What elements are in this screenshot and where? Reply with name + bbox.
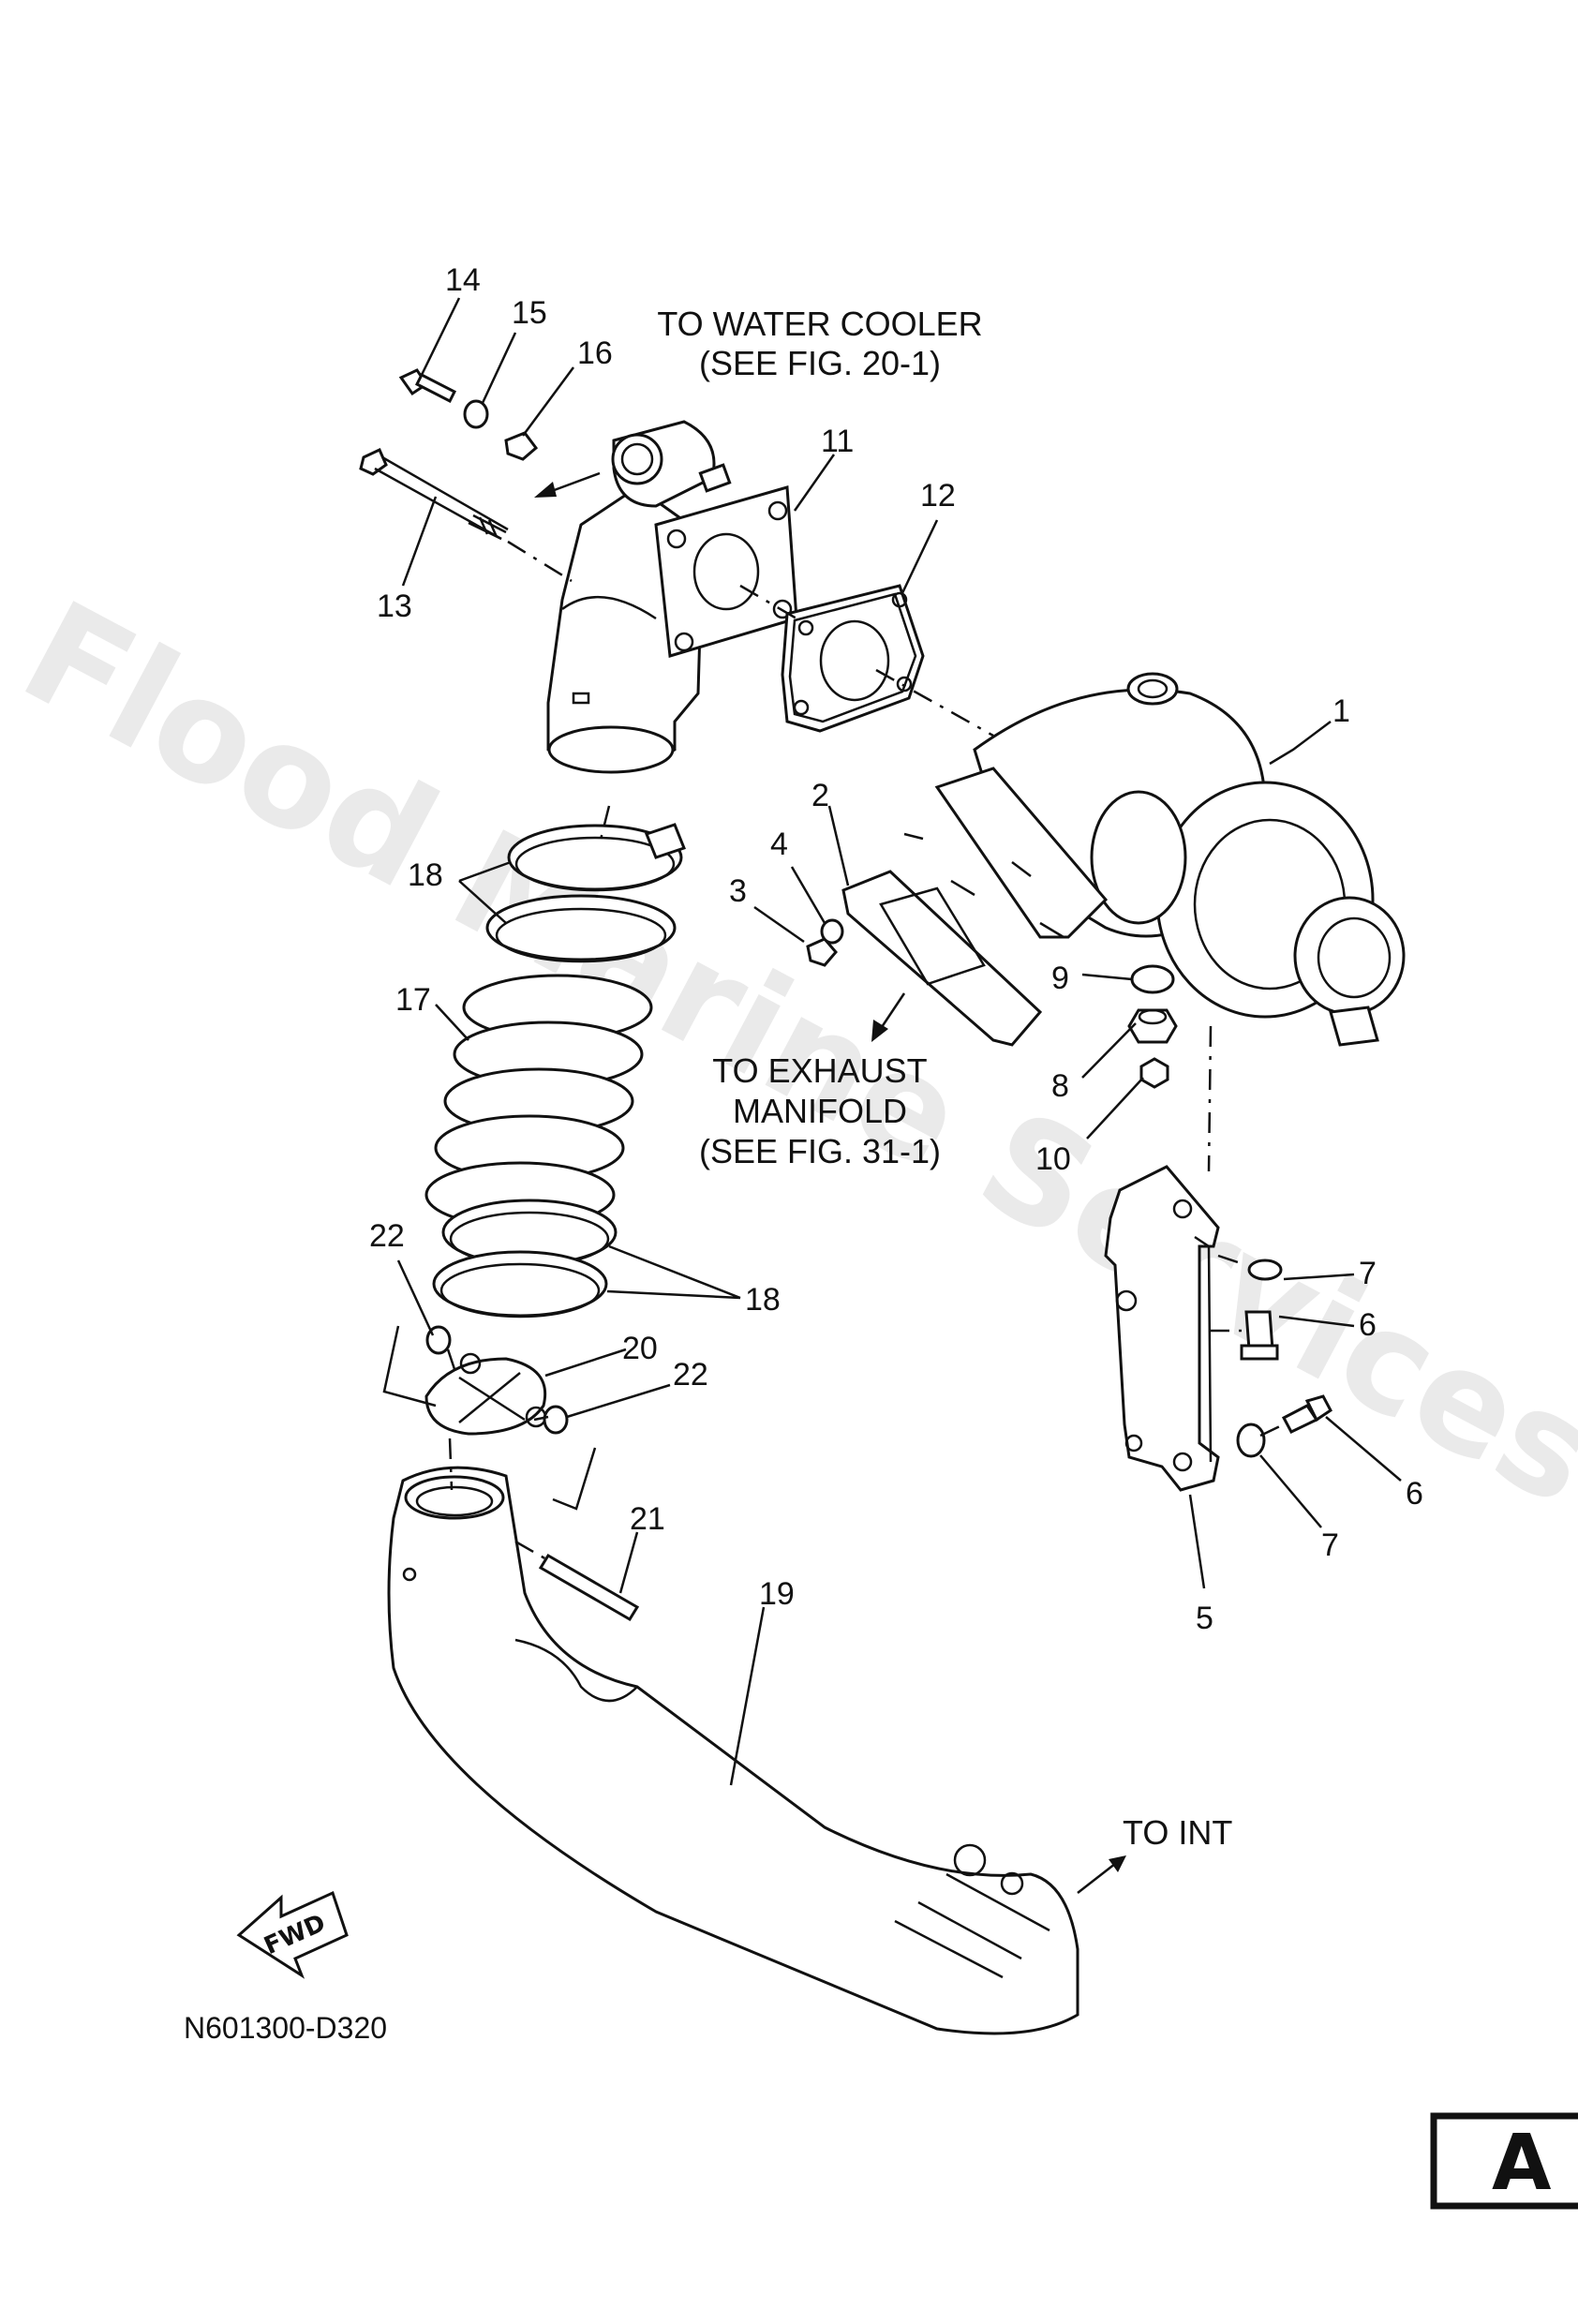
bracket-5 (1104, 1165, 1220, 1492)
diagram-code: N601300-D320 (184, 2011, 387, 2045)
arrow-exhaust (871, 992, 906, 1042)
callout-20: 20 (622, 1331, 658, 1366)
callout-6-upper: 6 (1359, 1307, 1377, 1343)
note-exhaust-3: (SEE FIG. 31-1) (699, 1132, 941, 1170)
callout-19: 19 (759, 1576, 795, 1612)
callout-1: 1 (1332, 693, 1350, 729)
hose-clamp-upper (485, 823, 686, 963)
callout-8: 8 (1051, 1068, 1069, 1104)
centerlines (446, 540, 1285, 1562)
callout-17: 17 (395, 982, 431, 1018)
hose-17 (424, 974, 653, 1229)
callout-9: 9 (1051, 961, 1069, 996)
fwd-arrow-icon: FWD (236, 1890, 349, 1979)
bolt-10 (1139, 1057, 1169, 1089)
bolt-6-upper (1240, 1310, 1279, 1361)
bolt-13 (359, 447, 509, 541)
pin-21 (538, 1553, 640, 1622)
note-water-cooler-2: (SEE FIG. 20-1) (699, 344, 941, 382)
callout-5: 5 (1196, 1601, 1213, 1636)
callout-3: 3 (729, 873, 747, 909)
gasket (781, 584, 925, 733)
outlet-elbow (546, 420, 798, 774)
grommet-22-right (543, 1405, 569, 1435)
note-exhaust-2: MANIFOLD (733, 1092, 907, 1130)
callout-18-lower: 18 (745, 1282, 781, 1318)
callout-6-lower: 6 (1406, 1476, 1423, 1512)
washer-4 (820, 918, 844, 945)
callout-22-right: 22 (673, 1357, 708, 1393)
nut-16 (504, 431, 539, 461)
section-box-label: A (1492, 2119, 1552, 2208)
washer-7-upper (1247, 1259, 1283, 1281)
callout-7-lower: 7 (1321, 1527, 1339, 1563)
callout-numbers: 1 2 3 4 5 7 6 6 7 8 9 10 11 12 13 14 15 … (369, 262, 1423, 1636)
hose-clamp-lower (432, 1199, 618, 1318)
turbo-flange (841, 767, 1109, 1047)
leader-lines (396, 297, 1402, 1786)
washer-7-lower (1236, 1423, 1266, 1458)
callout-4: 4 (770, 827, 788, 862)
nut-3 (806, 937, 838, 967)
callout-2: 2 (811, 778, 829, 813)
callout-21: 21 (630, 1501, 665, 1537)
note-water-cooler-1: TO WATER COOLER (657, 305, 982, 343)
notes: TO WATER COOLER (SEE FIG. 20-1) TO EXHAU… (657, 305, 1232, 1852)
callout-16: 16 (577, 335, 613, 371)
bolt-6-lower (1281, 1394, 1332, 1434)
callout-13: 13 (377, 588, 412, 624)
note-to-int: TO INT (1123, 1813, 1232, 1852)
callout-18-upper: 18 (408, 857, 443, 893)
arrow-to-int (1077, 1855, 1126, 1894)
callout-7-upper: 7 (1359, 1256, 1377, 1291)
arrow-water-cooler (534, 471, 601, 498)
callout-12: 12 (920, 478, 956, 514)
nut-8 (1127, 1008, 1178, 1044)
callout-11: 11 (821, 424, 854, 459)
intake-pipe-19 (387, 1466, 1079, 2035)
cover-20 (424, 1352, 547, 1436)
note-exhaust-1: TO EXHAUST (712, 1051, 927, 1090)
callout-14: 14 (445, 262, 481, 298)
section-box: A (1430, 2112, 1578, 2210)
washer-15 (463, 399, 489, 429)
washer-9 (1130, 964, 1175, 994)
callout-15: 15 (512, 295, 547, 331)
bolt-14 (398, 368, 457, 404)
callout-22-left: 22 (369, 1218, 405, 1254)
callout-10: 10 (1035, 1141, 1071, 1177)
